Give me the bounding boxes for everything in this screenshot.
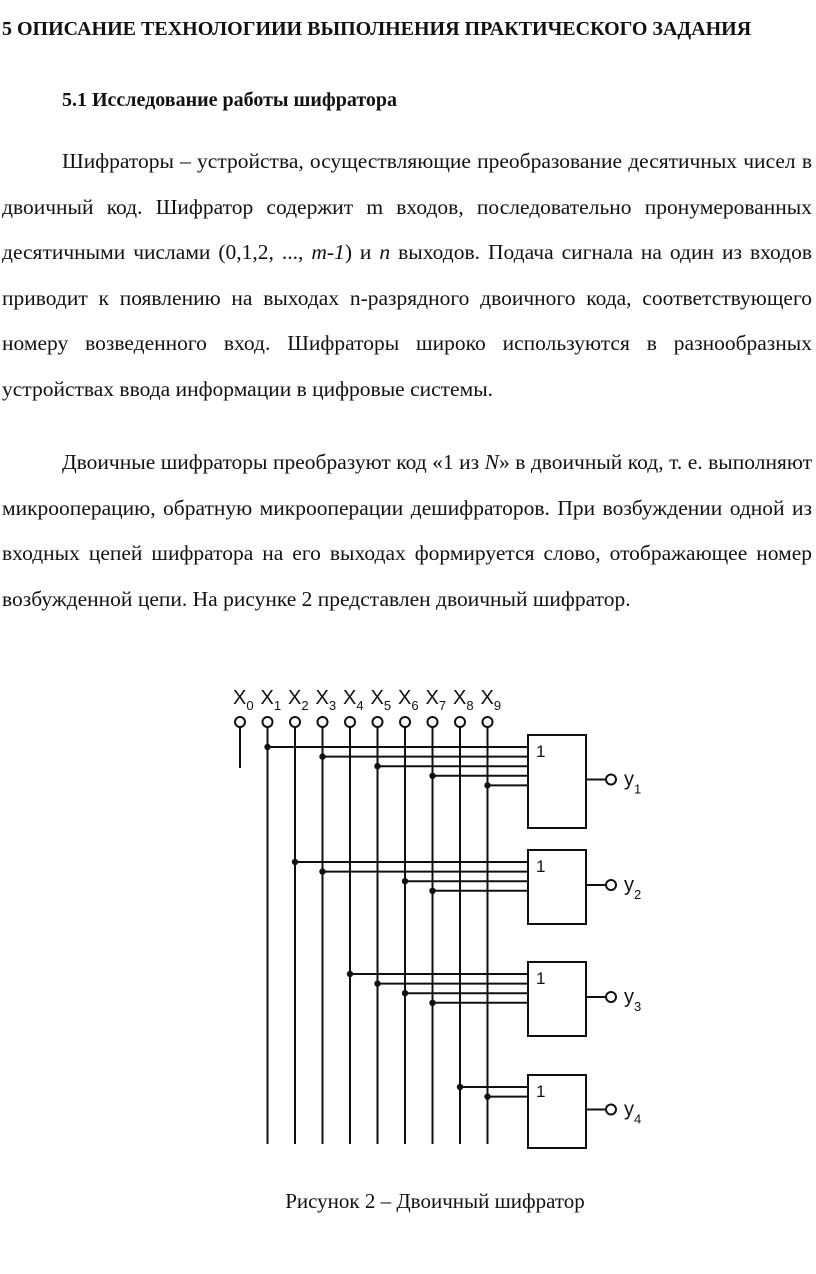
input-terminal-2 [289,716,301,728]
input-subscript: 8 [466,698,473,713]
input-terminal-6 [399,716,411,728]
input-label-x8: X8 [453,687,474,713]
input-terminal-9 [481,716,494,728]
junction-dot [429,772,436,779]
figure-caption: Рисунок 2 – Двоичный шифратор [285,1189,585,1213]
or-gate-4 [527,1074,587,1149]
input-subscript: 0 [246,698,253,713]
output-terminal-3 [605,991,617,1003]
paragraph-encoders: Шифраторы – устройства, осуществляющие п… [2,139,812,412]
output-label-y1: y1 [624,769,641,797]
paragraph-italic: m-1 [311,240,345,264]
input-subscript: 5 [384,698,391,713]
subsection-heading: 5.1 Исследование работы шифратора [62,89,398,111]
output-subscript: 4 [634,1112,641,1127]
section-heading: 5 ОПИСАНИЕ ТЕХНОЛОГИИИ ВЫПОЛНЕНИЯ ПРАКТИ… [2,18,752,40]
input-subscript: 6 [411,698,418,713]
gate-label: 1 [536,1082,545,1101]
output-label-y4: y4 [624,1099,641,1127]
output-subscript: 3 [634,999,641,1014]
input-terminal-5 [371,716,384,728]
junction-dot [319,868,326,875]
junction-dot [484,1093,491,1100]
input-label-x1: X1 [261,687,282,713]
junction-dot [374,763,381,770]
input-subscript: 1 [274,698,281,713]
input-terminal-4 [344,716,356,728]
input-terminal-7 [426,716,439,728]
paragraph-text: Шифраторы – устройства, осуществляющие п… [2,149,812,264]
input-terminal-1 [261,716,274,728]
input-label-x5: X5 [371,687,392,713]
paragraph-binary-encoders: Двоичные шифраторы преобразуют код «1 из… [2,440,812,622]
input-label-x2: X2 [288,687,309,713]
input-label-x0: X0 [233,687,254,713]
junction-dot [264,743,271,751]
output-subscript: 2 [634,887,641,902]
paragraph-text: выходов. Подача сигнала на один из входо… [2,240,812,401]
input-label-x4: X4 [343,687,364,713]
junction-dot [319,753,326,760]
or-gate-1 [527,734,587,829]
output-terminal-2 [605,879,617,891]
input-label-x3: X3 [316,687,337,713]
paragraph-text: » в двоичный код, т. е. выполняют микроо… [2,450,813,611]
junction-dot [374,980,381,987]
input-label-x7: X7 [426,687,447,713]
output-terminal-1 [605,773,617,786]
output-label-y2: y2 [624,874,641,902]
or-gate-2 [527,849,587,925]
junction-dot [456,1083,464,1091]
junction-dot [401,878,409,885]
output-terminal-4 [605,1103,617,1116]
input-subscript: 7 [439,698,446,713]
paragraph-text: ) и [344,240,380,264]
paragraph-text: Двоичные шифраторы преобразуют код «1 из [62,450,485,474]
output-label-y3: y3 [624,986,641,1014]
paragraph-italic: n [379,240,391,264]
paragraph-italic: N [484,450,499,474]
gate-label: 1 [536,857,545,876]
input-subscript: 4 [356,698,363,713]
junction-dot [401,990,409,997]
junction-dot [429,999,436,1006]
input-label-x6: X6 [398,687,419,713]
gate-label: 1 [536,969,545,988]
input-subscript: 2 [301,698,308,713]
gate-label: 1 [536,742,545,761]
junction-dot [346,970,354,978]
input-subscript: 9 [494,698,501,713]
input-label-x9: X9 [481,687,502,713]
or-gate-3 [527,961,587,1037]
junction-dot [291,858,299,866]
input-terminal-0 [234,716,246,728]
output-subscript: 1 [634,782,641,797]
input-subscript: 3 [329,698,336,713]
junction-dot [429,887,436,894]
input-terminal-3 [316,716,329,728]
input-terminal-8 [454,716,466,728]
junction-dot [484,782,491,789]
